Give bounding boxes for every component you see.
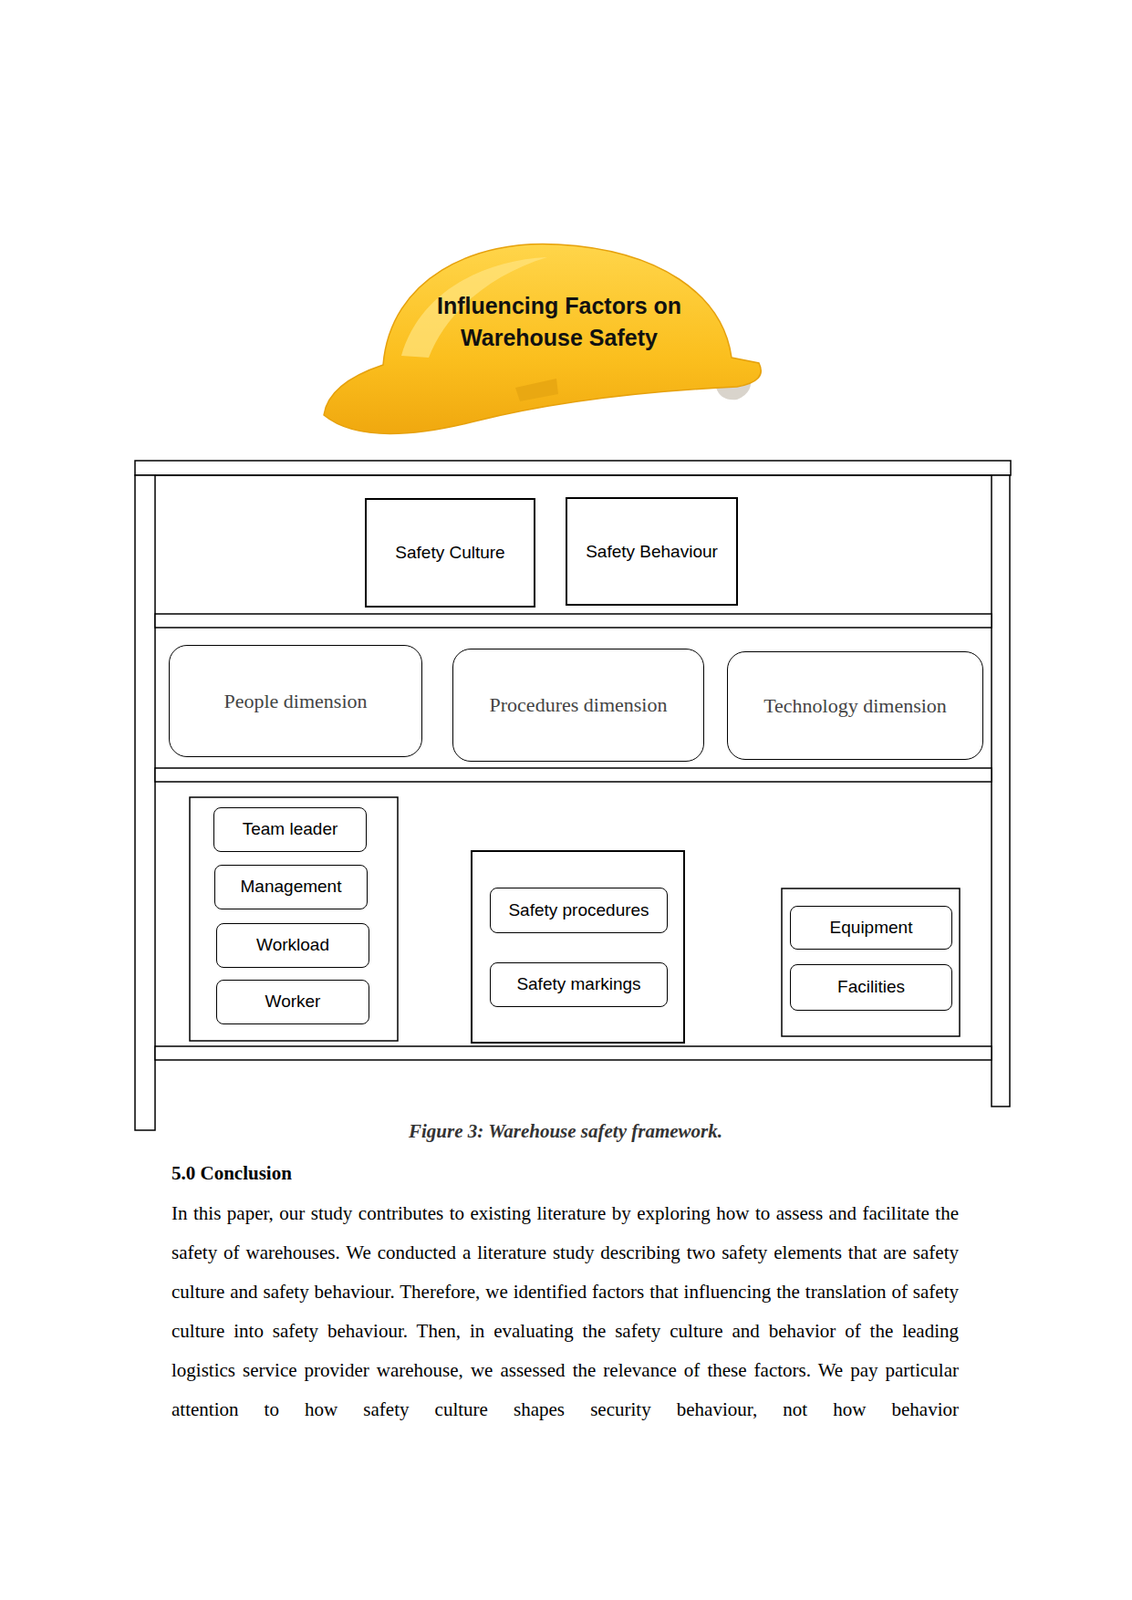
box-label: Technology dimension bbox=[763, 694, 947, 717]
box-label: Equipment bbox=[830, 916, 914, 940]
shelf-post bbox=[991, 475, 1010, 1107]
diagram-title: Influencing Factors on Warehouse Safety bbox=[422, 290, 696, 354]
shelf-plank bbox=[155, 613, 992, 628]
shelf-top bbox=[135, 460, 1011, 476]
shelf-plank bbox=[155, 768, 992, 782]
group-boxes bbox=[189, 797, 960, 1043]
shelf-edge bbox=[155, 474, 992, 477]
factor-box: Safety Behaviour bbox=[565, 497, 738, 606]
box-label: Team leader bbox=[242, 818, 339, 842]
box-label: Safety procedures bbox=[508, 899, 649, 923]
helmet-shell bbox=[323, 243, 761, 434]
dimension-box: People dimension bbox=[168, 644, 423, 758]
figure-caption: Figure 3: Warehouse safety framework. bbox=[155, 1120, 977, 1143]
group-box bbox=[781, 888, 960, 1037]
box-label: Safety Behaviour bbox=[585, 541, 718, 562]
box-label: Workload bbox=[256, 934, 330, 957]
body-paragraph: In this paper, our study contributes to … bbox=[171, 1194, 959, 1430]
factor-item: Management bbox=[214, 864, 368, 910]
shelf bbox=[135, 460, 1011, 1131]
box-label: Worker bbox=[265, 990, 322, 1014]
factor-box: Safety Culture bbox=[364, 498, 536, 608]
dimension-box: Procedures dimension bbox=[452, 648, 705, 762]
dimension-box: Technology dimension bbox=[726, 651, 984, 760]
box-label: People dimension bbox=[223, 689, 367, 713]
box-label: Safety markings bbox=[516, 973, 641, 997]
helmet-vent bbox=[515, 378, 559, 402]
section-heading: 5.0 Conclusion bbox=[171, 1160, 959, 1186]
factor-item: Team leader bbox=[213, 807, 367, 852]
factor-item: Equipment bbox=[789, 905, 953, 950]
factor-item: Safety markings bbox=[489, 962, 668, 1008]
group-box bbox=[189, 797, 398, 1041]
shelf-plank bbox=[155, 1046, 992, 1060]
factor-item: Facilities bbox=[789, 964, 953, 1011]
factor-item: Worker bbox=[216, 979, 370, 1025]
shelf-post bbox=[135, 475, 156, 1131]
factor-item: Safety procedures bbox=[489, 887, 668, 934]
box-label: Facilities bbox=[837, 976, 905, 999]
group-box bbox=[471, 851, 685, 1043]
box-label: Procedures dimension bbox=[489, 693, 668, 717]
factor-item: Workload bbox=[216, 923, 370, 968]
box-label: Management bbox=[240, 875, 343, 899]
box-label: Safety Culture bbox=[394, 542, 505, 563]
helmet-illustration bbox=[323, 243, 761, 434]
